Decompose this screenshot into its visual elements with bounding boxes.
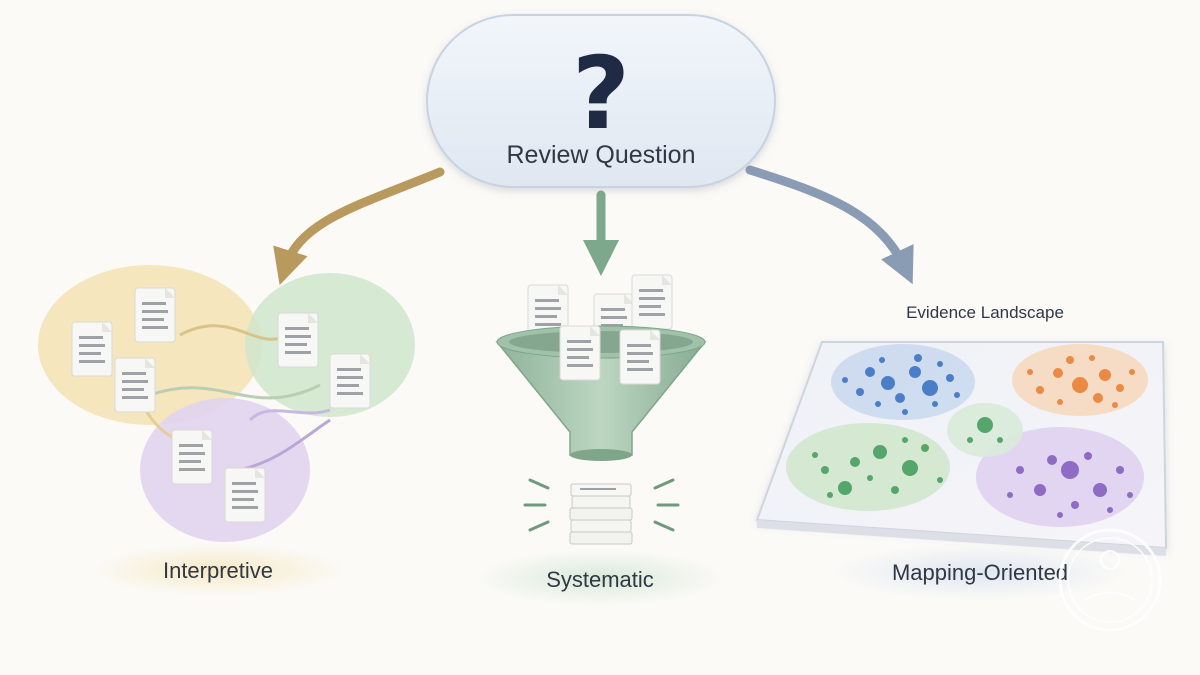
evidence-landscape-title: Evidence Landscape [906,303,1064,322]
question-mark-icon: ? [572,35,630,152]
filtered-documents-stack [569,483,633,545]
interpretive-label: Interpretive [163,558,273,583]
document-icon [224,467,266,523]
corner-logo-icon [1058,528,1162,632]
funnel-icon [495,341,707,456]
evidence-landscape-panel [755,341,1168,556]
review-question-label: Review Question [507,141,696,169]
document-icon [631,274,673,330]
review-question-node: ? Review Question [426,14,776,188]
document-icon [171,429,213,485]
document-icon [619,329,661,385]
systematic-label: Systematic [546,567,654,592]
interpretive-cluster [38,265,415,542]
document-icon [277,312,319,368]
document-icon [559,325,601,381]
blue-evidence-cluster [842,354,960,415]
document-icon [329,353,371,409]
orange-evidence-cluster [1027,355,1135,408]
interpretive-label-glow [90,544,346,596]
systematic-label-glow [475,550,725,606]
green-evidence-cluster [812,417,1003,498]
sparkle-icon [523,478,680,532]
arrow-to-mapping [745,165,914,285]
purple-evidence-cluster [1007,452,1133,518]
arrow-to-interpretive [273,167,445,286]
document-icon [134,287,176,343]
mapping-label-glow [830,544,1130,600]
mapping-oriented-label: Mapping-Oriented [892,560,1068,585]
systematic-funnel [495,274,707,545]
document-icon [114,357,156,413]
document-icon [71,321,113,377]
